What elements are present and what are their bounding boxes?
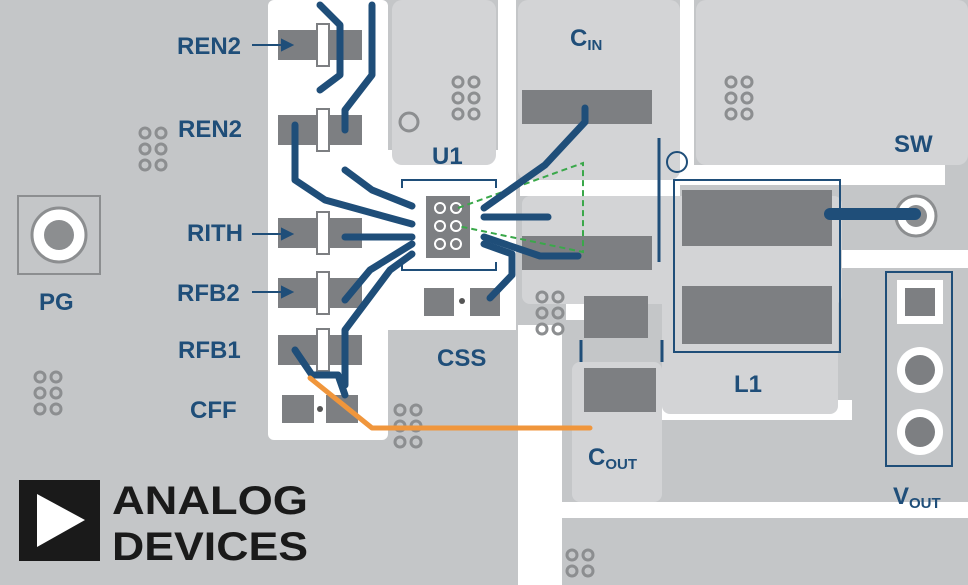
label-vout-main: V bbox=[893, 483, 909, 510]
vout-header-outline bbox=[885, 271, 953, 467]
logo-triangle-icon bbox=[37, 494, 85, 547]
logo-line-2: DEVICES bbox=[112, 525, 308, 569]
label-rfb2: RFB2 bbox=[177, 280, 240, 307]
label-rith: RITH bbox=[187, 220, 243, 247]
analog-devices-logo: ANALOG DEVICES bbox=[19, 479, 308, 569]
label-cout-main: C bbox=[588, 444, 605, 471]
label-cin-main: C bbox=[570, 25, 587, 52]
l1-inductor-outline bbox=[673, 179, 841, 353]
label-pg: PG bbox=[39, 289, 74, 316]
label-cout: COUT bbox=[588, 444, 637, 473]
logo-line-1: ANALOG bbox=[112, 479, 308, 523]
label-sw: SW bbox=[894, 131, 933, 158]
component-labels: REN2 REN2 RITH RFB2 RFB1 CFF PG U1 CSS C… bbox=[39, 25, 941, 512]
pg-testpoint-hole bbox=[44, 220, 74, 250]
label-ren2-top: REN2 bbox=[177, 33, 241, 60]
css-capacitor-pads bbox=[424, 288, 500, 316]
label-ren2-bottom: REN2 bbox=[178, 116, 242, 143]
label-arrows bbox=[252, 38, 295, 299]
label-cin-sub: IN bbox=[587, 37, 602, 54]
label-cff: CFF bbox=[190, 397, 237, 424]
cff-feedback-trace bbox=[307, 375, 593, 431]
label-rfb1: RFB1 bbox=[178, 337, 241, 364]
label-css: CSS bbox=[437, 345, 486, 372]
pg-testpoint-outline bbox=[17, 195, 101, 275]
label-l1: L1 bbox=[734, 371, 762, 398]
label-u1: U1 bbox=[432, 143, 463, 170]
label-cout-sub: OUT bbox=[605, 456, 637, 473]
label-vout-sub: OUT bbox=[909, 495, 941, 512]
vout-pin1-pad bbox=[905, 288, 935, 316]
keepout-dashed-region bbox=[457, 161, 584, 254]
l1-pin1-marker bbox=[666, 151, 688, 173]
label-cin: CIN bbox=[570, 25, 602, 54]
signal-traces bbox=[291, 1, 921, 399]
vout-pin3-pad bbox=[905, 417, 935, 447]
vout-pin2-pad bbox=[905, 355, 935, 385]
label-vout: VOUT bbox=[893, 483, 941, 512]
